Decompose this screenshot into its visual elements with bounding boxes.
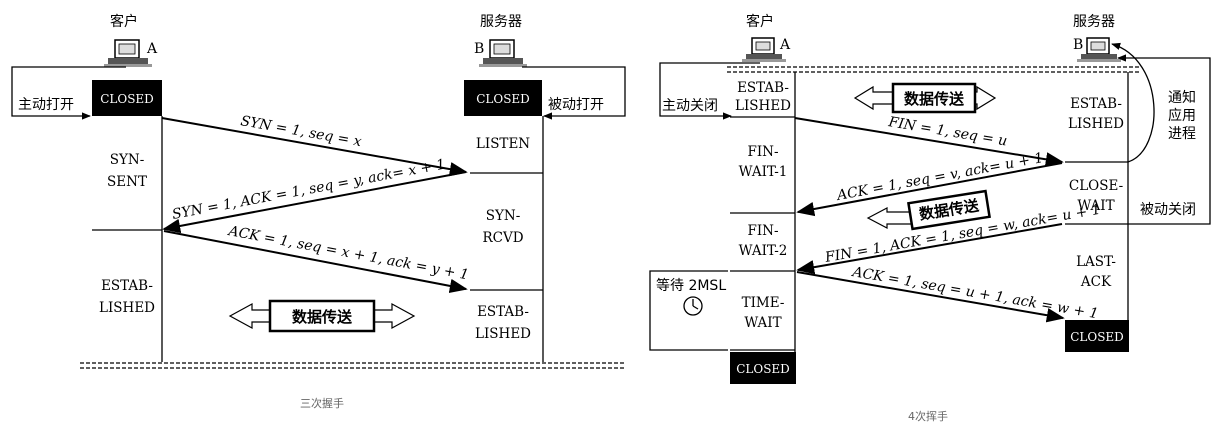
syn-ack-message-arrow [162, 171, 467, 234]
syn-message-label: SYN = 1, seq = x [239, 113, 363, 150]
notify-label-line3: 进程 [1168, 126, 1196, 142]
four-way-wave-diagram: 客户 服务器 A B 主动关闭 通知 应用 进程 [649, 13, 1211, 423]
client-established-line1: ESTAB- [101, 278, 153, 294]
computer-icon [1077, 37, 1121, 62]
ack-message-arrow [163, 230, 468, 294]
final-ack-message-label: ACK = 1, seq = u + 1, ack = w + 1 [849, 264, 1099, 322]
data-transfer-label-top: 数据传送 [904, 90, 965, 108]
passive-open-label: 被动打开 [548, 96, 604, 113]
last-ack-line1: LAST- [1076, 254, 1116, 270]
client-closed-label: CLOSED [736, 362, 790, 376]
active-open-arrow [11, 66, 126, 120]
fin-wait-1-line1: FIN- [747, 144, 778, 160]
active-close-label: 主动关闭 [662, 98, 718, 114]
server-established-line1: ESTAB- [477, 304, 529, 320]
syn-rcvd-state-line1: SYN- [486, 208, 521, 224]
client-closed-label: CLOSED [100, 92, 154, 106]
passive-close-arrow [1117, 54, 1211, 225]
data-transfer-box-mid [907, 189, 991, 231]
server-established-line1: ESTAB- [1070, 96, 1122, 112]
fin-wait-2-line2: WAIT-2 [739, 243, 788, 259]
client-established-line2: LISHED [99, 300, 155, 316]
notify-label-line1: 通知 [1168, 89, 1196, 106]
wait-2msl-label: 等待 2MSL [656, 277, 726, 294]
passive-close-label: 被动关闭 [1140, 202, 1196, 218]
client-established-line1: ESTAB- [737, 80, 789, 96]
notify-label-line2: 应用 [1168, 107, 1196, 124]
data-transfer-label: 数据传送 [292, 308, 353, 326]
syn-message-arrow [161, 117, 468, 177]
fin-wait-1-line2: WAIT-1 [739, 164, 788, 180]
passive-open-arrow [522, 66, 626, 120]
three-way-handshake-diagram: 客户 服务器 A B CLOSED CLOSED 主动打开 被动打开 [11, 13, 626, 410]
client-id-label: A [146, 41, 158, 57]
time-wait-line2: WAIT [744, 315, 781, 331]
server-closed-label: CLOSED [476, 92, 530, 106]
server-established-line2: LISHED [1068, 116, 1124, 132]
client-closed-box [92, 80, 162, 116]
computer-icon [742, 37, 786, 62]
caption-three-way: 三次握手 [300, 396, 344, 410]
listen-state: LISTEN [476, 136, 530, 152]
server-title: 服务器 [1073, 14, 1115, 30]
fin-ack-message-arrow [796, 223, 1063, 275]
fin-wait-2-line1: FIN- [747, 223, 778, 239]
syn-sent-state-line2: SENT [107, 174, 147, 190]
server-closed-box [464, 80, 542, 116]
ack-message-arrow [796, 162, 1063, 217]
server-id-label: B [1073, 37, 1083, 53]
syn-sent-state-line1: SYN- [110, 152, 145, 168]
last-ack-line2: ACK [1080, 274, 1112, 290]
active-open-label: 主动打开 [18, 96, 74, 113]
fin-message-arrow [794, 117, 1064, 167]
server-id-label: B [474, 41, 484, 57]
server-title: 服务器 [480, 14, 522, 30]
double-arrow-icon [866, 207, 913, 229]
client-title: 客户 [110, 13, 138, 30]
fin-message-label: FIN = 1, seq = u [886, 114, 1008, 150]
clock-icon [683, 296, 703, 316]
computer-icon [479, 39, 527, 67]
client-id-label: A [779, 37, 791, 53]
notify-app-arrow [1111, 42, 1155, 163]
syn-rcvd-state-line2: RCVD [482, 230, 523, 246]
final-ack-message-arrow [796, 271, 1065, 323]
syn-ack-message-label: SYN = 1, ACK = 1, seq = y, ack= x + 1 [171, 157, 447, 223]
ack-message-label: ACK = 1, seq = v, ack= u + 1 [834, 150, 1045, 204]
client-closed-box [730, 352, 796, 384]
wait-2msl-bracket [649, 270, 728, 351]
ack-message-label: ACK = 1, seq = x + 1, ack = y + 1 [225, 223, 470, 284]
data-transfer-box [268, 299, 376, 333]
data-transfer-box-top [891, 82, 977, 114]
close-wait-line1: CLOSE- [1069, 178, 1123, 194]
computer-icon [104, 39, 152, 67]
server-closed-box [1065, 320, 1129, 352]
client-title: 客户 [746, 13, 774, 30]
time-wait-line1: TIME- [742, 295, 785, 311]
close-wait-line2: WAIT [1077, 198, 1114, 214]
server-closed-label: CLOSED [1070, 330, 1124, 344]
active-close-arrow [659, 62, 760, 120]
server-established-line2: LISHED [475, 326, 531, 342]
caption-four-way: 4次挥手 [908, 409, 948, 423]
client-established-line2: LISHED [735, 98, 791, 114]
